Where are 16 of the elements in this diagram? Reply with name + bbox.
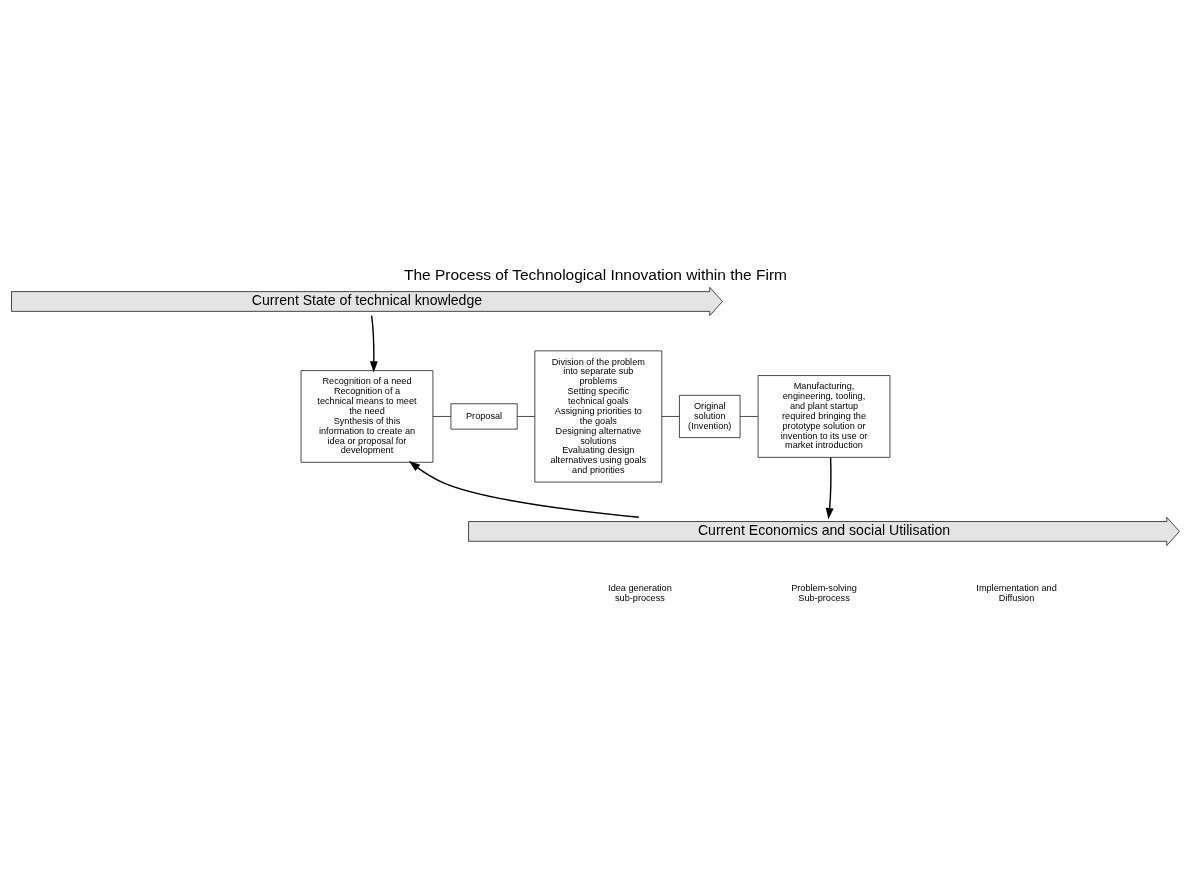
label: Problem-solving Sub-process <box>791 582 857 603</box>
connector <box>516 415 536 417</box>
node-box: Division of the problem into separate sub problems Setting specific technical goals Assigning priorities to the goals Designing alternative solutions Evaluating design alternatives using goals and priorities <box>534 350 663 482</box>
arrow <box>408 460 640 518</box>
label: Implementation and Diffusion <box>976 582 1057 603</box>
node-box: Original solution (Invention) <box>679 394 741 438</box>
label: Idea generation sub-process <box>608 582 672 603</box>
connector <box>661 415 680 417</box>
node-box: Manufacturing, engineering, tooling, and plant startup required bringing the prototype solution or invention to its use or market introduction <box>757 374 891 458</box>
node-box: Recognition of a need Recognition of a technical means to meet the need Synthesis of this information to create an idea or proposal for development <box>300 369 434 463</box>
node-box: Proposal <box>450 402 518 429</box>
connector <box>739 415 759 417</box>
arrow <box>369 314 378 373</box>
arrow <box>825 456 834 519</box>
connector <box>432 415 452 417</box>
diagram-title: The Process of Technological Innovation within the Firm <box>403 265 788 283</box>
